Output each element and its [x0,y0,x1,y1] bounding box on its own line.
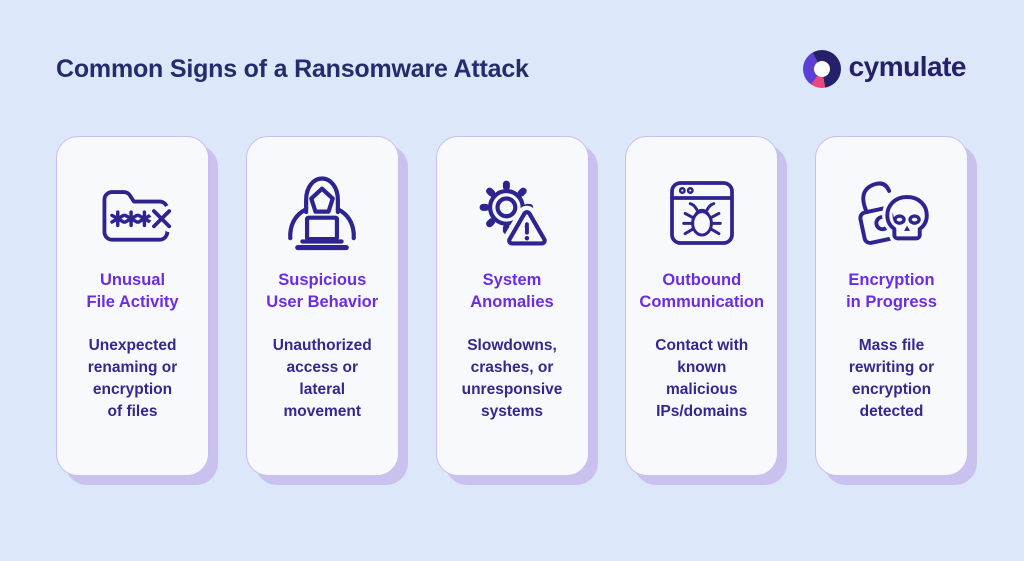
cymulate-logo-icon [802,50,841,88]
card-icon-wrap [437,169,588,257]
card-title: Suspicious User Behavior [266,271,379,311]
card-description: Unexpected renaming or encryption of fil… [87,337,178,420]
card-icon-wrap [816,169,967,257]
card-description: Contact with known malicious IPs/domains [655,337,749,420]
folder-asterisks-x-icon [102,190,175,242]
cymulate-logo: cymulate [802,50,967,88]
card-suspicious-user-behavior: Suspicious User Behavior Unauthorized ac… [245,136,399,476]
browser-bug-icon [669,181,734,245]
card-title: Unusual File Activity [86,271,179,311]
card-title: System Anomalies [470,271,554,311]
lock-skull-icon [857,181,932,245]
card-icon-wrap [626,169,777,257]
header: Common Signs of a Ransomware Attack cymu… [0,0,1024,92]
cards-row: Unusual File Activity Unexpected renamin… [0,136,1024,476]
card-description: Slowdowns, crashes, or unresponsive syst… [461,337,563,420]
cymulate-logo-text: cymulate [848,51,967,82]
hooded-hacker-laptop-icon [288,176,357,251]
card-description: Unauthorized access or lateral movement [272,337,372,420]
card-outbound-communication: Outbound Communication Contact with know… [625,136,779,476]
page-title: Common Signs of a Ransomware Attack [56,54,529,83]
card-title: Encryption in Progress [846,271,937,311]
card-encryption-in-progress: Encryption in Progress Mass file rewriti… [815,136,968,476]
card-system-anomalies: System Anomalies Slowdowns, crashes, or … [435,136,589,476]
card-icon-wrap [247,169,398,257]
card-description: Mass file rewriting or encryption detect… [848,337,935,420]
card-icon-wrap [57,169,208,257]
card-title: Outbound Communication [639,271,765,311]
gear-warning-icon [479,180,552,250]
card-unusual-file-activity: Unusual File Activity Unexpected renamin… [56,136,209,476]
